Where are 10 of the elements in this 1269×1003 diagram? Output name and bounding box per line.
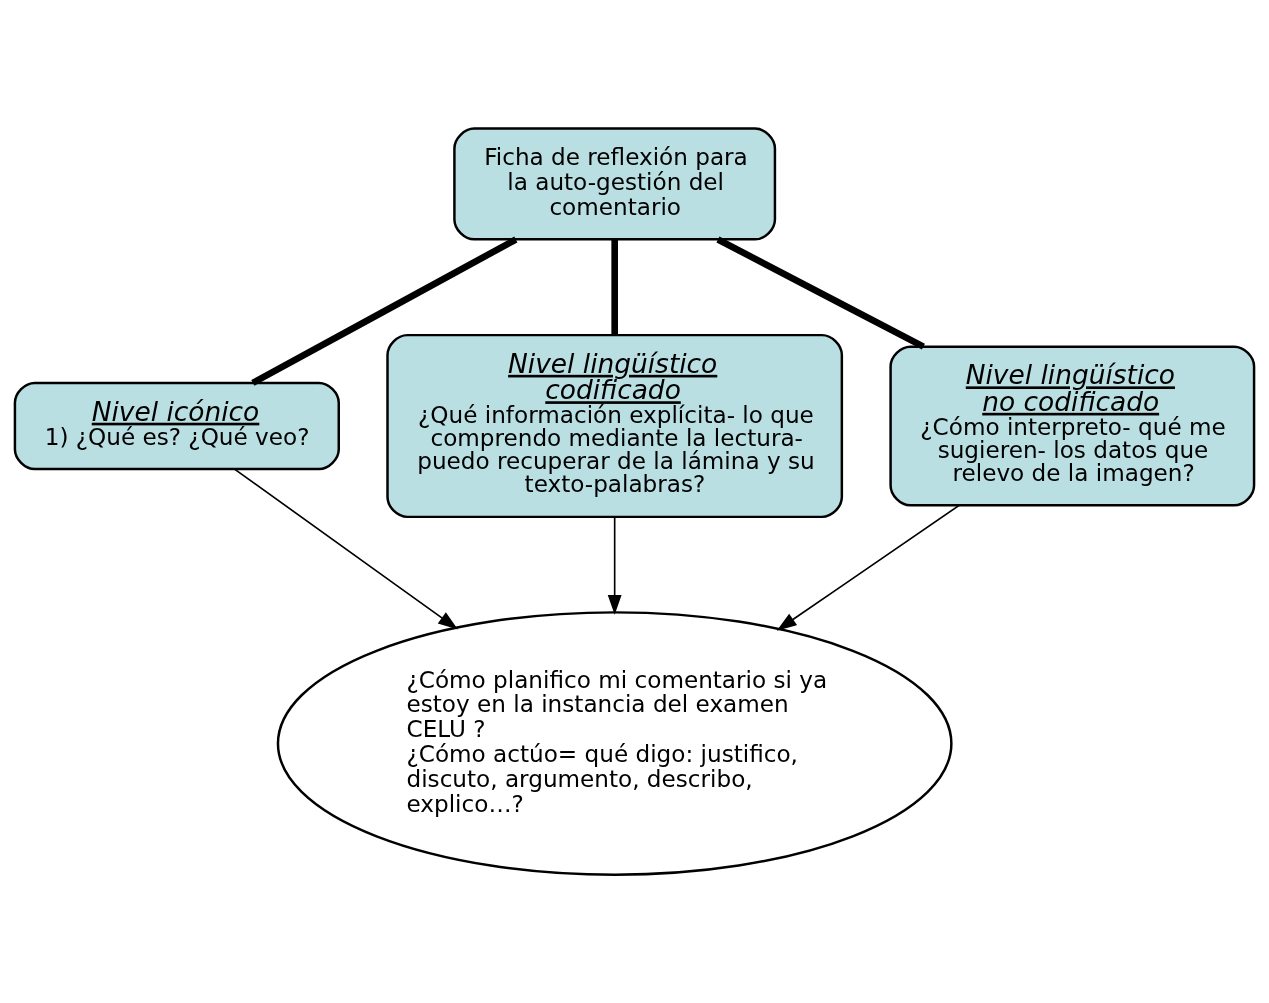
connector [251, 236, 518, 386]
connector [611, 239, 618, 335]
arrow [776, 504, 961, 631]
node-box: Nivel lingüístico codificado ¿Qué información explícita- lo que comprendo mediante la lectura- puedo recuperar de la lámina y su texto-palabras? [386, 333, 844, 519]
node-box: Nivel icónico 1) ¿Qué es? ¿Qué veo? [13, 381, 340, 471]
node-box: Nivel lingüístico no codificado ¿Cómo interpreto- qué me sugieren- los datos que relevo de la imagen? [889, 345, 1256, 507]
node-box: Ficha de reflexión para la auto-gestión del comentario [453, 127, 777, 241]
arrow [233, 468, 458, 630]
connector [716, 236, 925, 350]
arrow [607, 516, 622, 615]
